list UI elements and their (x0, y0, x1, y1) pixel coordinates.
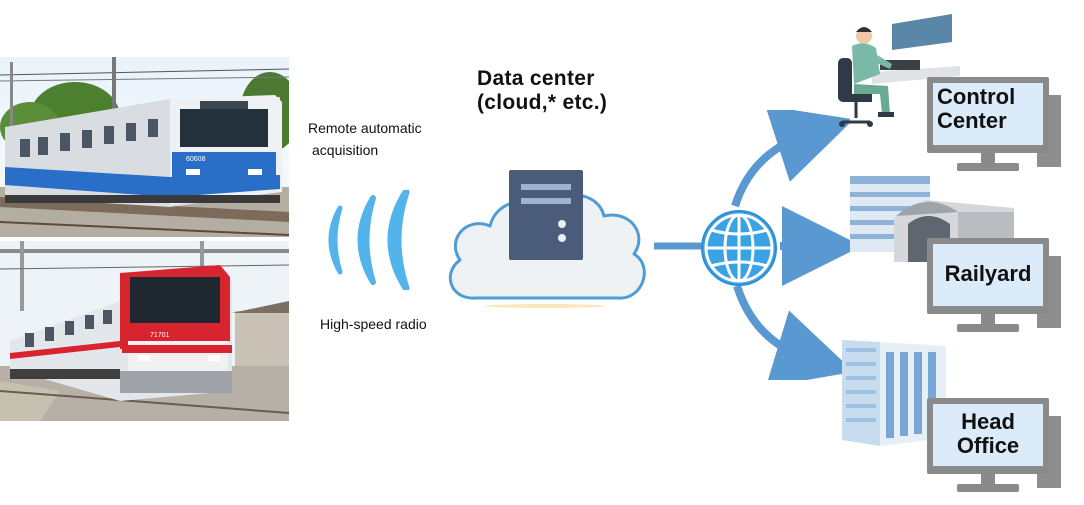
data-center-title-line1: Data center (477, 67, 595, 90)
control-center-line2: Center (937, 108, 1007, 133)
red-train-number: 71701 (150, 332, 170, 339)
remote-acquisition-label: Remote automatic acquisition (308, 117, 458, 161)
head-office-line2: Office (956, 433, 1020, 458)
arrow-to-control-center (731, 110, 850, 208)
railyard-line1: Railyard (944, 261, 1032, 286)
head-office-line1: Head (961, 409, 1015, 434)
control-center-line1: Control (937, 84, 1016, 109)
operator-at-desk-illustration (838, 14, 960, 127)
blue-train-number: 60608 (186, 156, 206, 163)
red-train-photo: 71701 (0, 241, 289, 421)
globe-icon (701, 210, 777, 286)
remote-acquisition-line2: acquisition (312, 142, 379, 158)
monitor-control-center: Control Center (927, 77, 1063, 177)
arrow-to-head-office (733, 284, 850, 380)
high-speed-radio-label: High-speed radio (320, 316, 427, 332)
blue-train-photo: 60608 (0, 57, 289, 237)
control-center-label: Control Center (933, 85, 1047, 133)
data-center-title-line2: (cloud,* etc.) (477, 91, 608, 114)
head-office-label: Head Office (933, 410, 1043, 458)
server-icon (509, 170, 583, 260)
monitor-railyard: Railyard (927, 238, 1063, 338)
monitor-head-office: Head Office (927, 398, 1063, 498)
radio-signal-icon (328, 190, 410, 290)
network-arrows (654, 110, 850, 380)
railyard-label: Railyard (933, 262, 1043, 286)
remote-acquisition-line1: Remote automatic (308, 120, 422, 136)
data-center-title: Data center (cloud,* etc.) (477, 67, 607, 115)
